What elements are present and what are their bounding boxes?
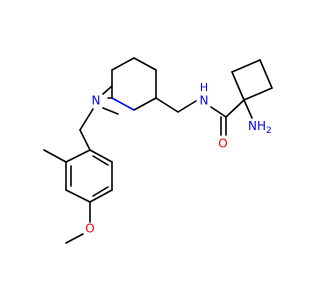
bond bbox=[92, 186, 109, 197]
bond bbox=[43, 149, 67, 163]
bond bbox=[102, 107, 119, 115]
methoxy-oxygen-label: O bbox=[85, 222, 94, 236]
amide-hydrogen-label: H bbox=[200, 81, 208, 94]
benzene-ring bbox=[65, 149, 113, 203]
bond bbox=[89, 189, 113, 203]
bond bbox=[210, 106, 227, 118]
bond bbox=[231, 59, 261, 73]
bond bbox=[79, 108, 94, 131]
bond bbox=[133, 57, 157, 71]
amide-nitrogen-label: N bbox=[200, 94, 209, 108]
bond bbox=[79, 129, 91, 151]
bond bbox=[65, 149, 91, 163]
methylene-linker bbox=[155, 97, 197, 113]
bond bbox=[243, 87, 273, 101]
bond bbox=[92, 155, 109, 166]
bond bbox=[102, 85, 113, 95]
bond bbox=[111, 57, 135, 71]
bond bbox=[89, 149, 113, 163]
molecule-structure: N N H O NH2 bbox=[43, 57, 273, 244]
bond bbox=[65, 189, 91, 203]
bond bbox=[231, 71, 245, 101]
bond bbox=[177, 100, 197, 113]
bond bbox=[259, 59, 273, 89]
carbonyl-oxygen-label: O bbox=[218, 137, 227, 151]
bond bbox=[65, 233, 84, 244]
bond bbox=[111, 97, 135, 111]
ring-nitrogen-label: N bbox=[92, 94, 101, 108]
piperidine-ring bbox=[107, 57, 157, 111]
bond bbox=[133, 97, 157, 111]
amino-nh: NH bbox=[248, 119, 266, 133]
amide-group bbox=[210, 106, 227, 136]
amino-subscript: 2 bbox=[266, 126, 272, 136]
amino-group-label: NH2 bbox=[248, 119, 272, 136]
bond bbox=[243, 99, 253, 119]
bond bbox=[155, 97, 179, 113]
bond bbox=[225, 99, 245, 118]
cyclobutane-ring bbox=[225, 59, 273, 118]
